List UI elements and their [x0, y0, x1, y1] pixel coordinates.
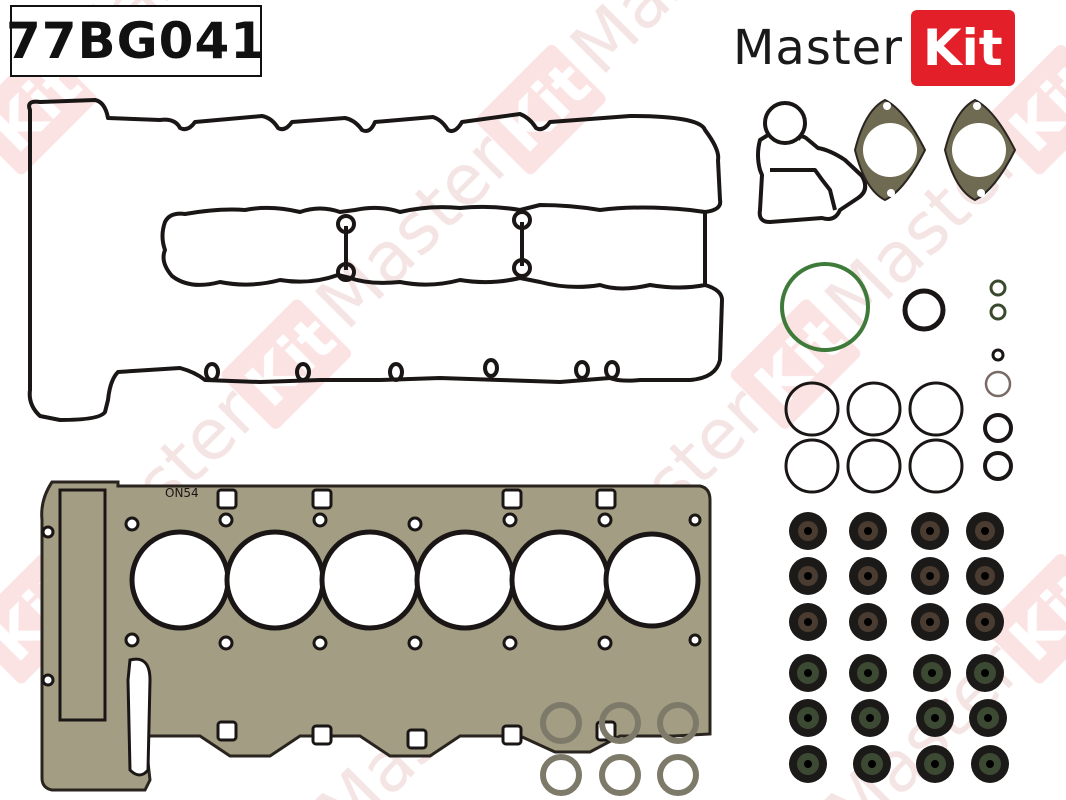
- sealing-washers: [540, 702, 699, 796]
- exhaust-flange-gaskets: [853, 98, 1017, 202]
- part-number: 77BG041: [5, 12, 267, 70]
- cylinder-head-gasket: ON54: [40, 480, 712, 792]
- o-rings: [780, 262, 1013, 494]
- brand-word: Master: [733, 20, 903, 76]
- valve-cover-gasket: [27, 98, 724, 422]
- brand-logo: Master Kit: [733, 10, 1015, 86]
- oil-filter-housing-gasket: [756, 101, 868, 224]
- valve-stem-seals: [789, 512, 1009, 783]
- gasket-stamp: ON54: [165, 486, 199, 500]
- brand-badge: Kit: [910, 10, 1015, 86]
- part-number-label: 77BG041: [6, 5, 265, 77]
